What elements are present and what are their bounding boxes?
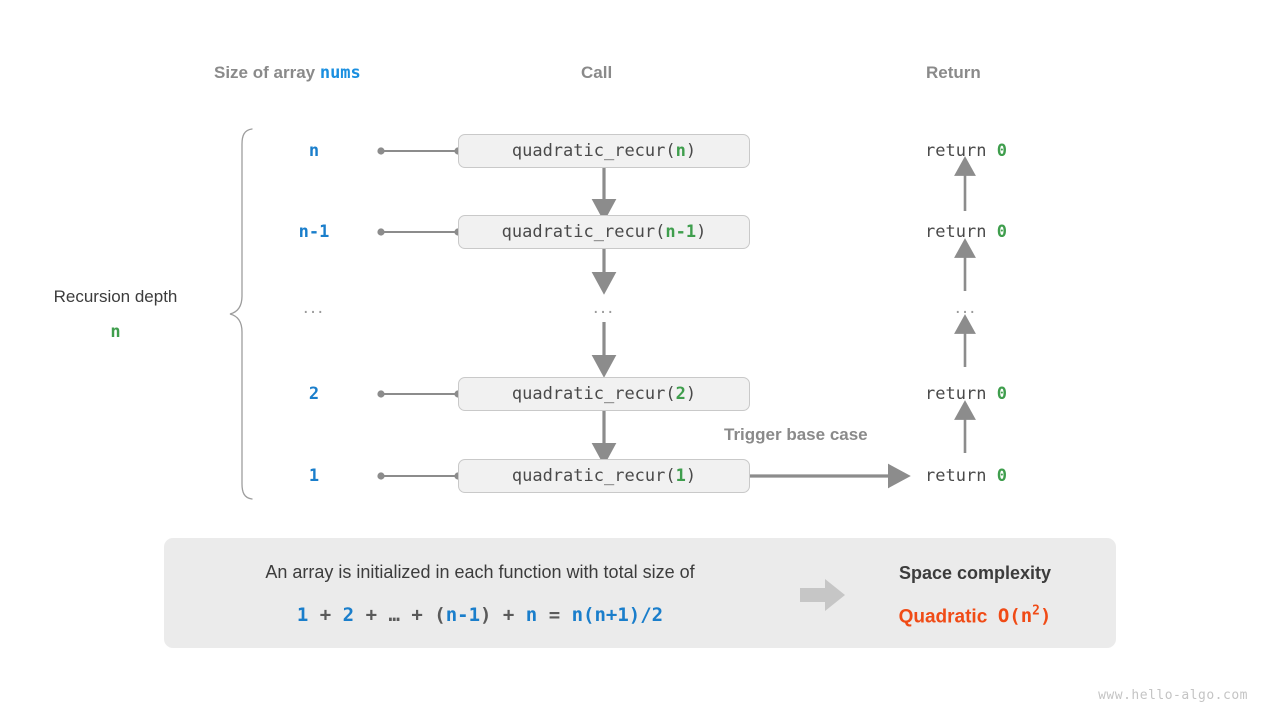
call-close-1: ) bbox=[685, 141, 697, 161]
recursion-depth-label: Recursion depth bbox=[53, 287, 178, 306]
base-case-arrow bbox=[750, 463, 911, 489]
call-fn-name-2: quadratic_recur( bbox=[501, 222, 666, 242]
formula-token-3: + bbox=[354, 604, 389, 626]
complexity-order-suffix: ) bbox=[1039, 605, 1052, 628]
recursion-depth-value: n bbox=[110, 322, 121, 342]
call-arg-1: n bbox=[675, 141, 686, 161]
formula-token-6: ( bbox=[434, 604, 446, 626]
return-keyword-4: return bbox=[925, 384, 997, 404]
size-value-row-4: 2 bbox=[308, 384, 320, 404]
formula-token-7: n-1 bbox=[445, 604, 481, 626]
summary-formula: 1 + 2 + … + (n-1) + n = n(n+1)/2 bbox=[190, 604, 770, 626]
call-arg-4: 2 bbox=[675, 384, 686, 404]
column-header-return: Return bbox=[926, 63, 981, 82]
call-close-2: ) bbox=[696, 222, 707, 242]
size-value-ellipsis: ... bbox=[303, 297, 325, 318]
call-box-row-5[interactable]: quadratic_recur(1) bbox=[458, 459, 750, 493]
call-column-ellipsis: ... bbox=[593, 297, 615, 318]
return-keyword-5: return bbox=[925, 466, 997, 486]
complexity-kind: Quadratic bbox=[898, 606, 988, 628]
right-arrow-icon bbox=[800, 578, 846, 612]
formula-token-0: 1 bbox=[296, 604, 309, 626]
summary-panel bbox=[164, 538, 1116, 648]
column-header-size-variable: nums bbox=[319, 63, 361, 83]
call-close-5: ) bbox=[685, 466, 697, 486]
complexity-title: Space complexity bbox=[898, 563, 1052, 583]
complexity-value: Quadratic O(n2) bbox=[830, 604, 1120, 628]
formula-token-2: 2 bbox=[342, 604, 355, 626]
call-fn-name-1: quadratic_recur( bbox=[511, 141, 676, 161]
formula-token-12: n(n+1)/2 bbox=[571, 604, 664, 626]
return-flow-arrows bbox=[954, 156, 976, 453]
call-box-row-5-text: quadratic_recur(1) bbox=[512, 466, 696, 486]
call-flow-arrows bbox=[591, 165, 617, 466]
call-box-row-2[interactable]: quadratic_recur(n-1) bbox=[458, 215, 750, 249]
size-to-call-connectors bbox=[377, 147, 462, 480]
formula-token-4: … bbox=[388, 604, 400, 626]
formula-token-8: ) bbox=[480, 604, 492, 626]
column-header-call: Call bbox=[581, 63, 613, 82]
call-fn-name-4: quadratic_recur( bbox=[511, 384, 676, 404]
return-number-1: 0 bbox=[996, 141, 1007, 161]
call-box-row-1-text: quadratic_recur(n) bbox=[512, 141, 696, 161]
size-value-row-5: 1 bbox=[308, 466, 320, 486]
complexity-order-exponent: 2 bbox=[1032, 604, 1040, 619]
return-value-row-5: return 0 bbox=[886, 466, 1046, 486]
return-number-5: 0 bbox=[996, 466, 1007, 486]
call-box-row-4-text: quadratic_recur(2) bbox=[512, 384, 696, 404]
column-header-size: Size of array nums bbox=[214, 63, 361, 83]
size-value-row-1: n bbox=[308, 141, 320, 161]
return-value-row-4: return 0 bbox=[886, 384, 1046, 404]
return-value-row-2: return 0 bbox=[886, 222, 1046, 242]
return-number-4: 0 bbox=[996, 384, 1007, 404]
call-box-row-1[interactable]: quadratic_recur(n) bbox=[458, 134, 750, 168]
return-column-ellipsis: ... bbox=[955, 297, 977, 318]
summary-description: An array is initialized in each function… bbox=[265, 562, 695, 582]
watermark: www.hello-algo.com bbox=[1098, 688, 1248, 703]
column-header-size-prefix: Size of array bbox=[214, 63, 320, 82]
return-keyword-1: return bbox=[925, 141, 997, 161]
call-fn-name-5: quadratic_recur( bbox=[511, 466, 676, 486]
call-box-row-4[interactable]: quadratic_recur(2) bbox=[458, 377, 750, 411]
trigger-base-case-label: Trigger base case bbox=[724, 425, 868, 444]
recursion-depth-brace bbox=[228, 128, 258, 500]
size-value-row-2: n-1 bbox=[298, 222, 330, 242]
return-keyword-2: return bbox=[925, 222, 997, 242]
formula-token-5: + bbox=[399, 604, 435, 626]
call-close-4: ) bbox=[685, 384, 697, 404]
call-arg-2: n-1 bbox=[665, 222, 697, 242]
return-value-row-1: return 0 bbox=[886, 141, 1046, 161]
formula-token-11: = bbox=[537, 604, 572, 626]
complexity-order-prefix: O(n bbox=[997, 605, 1033, 628]
formula-token-10: n bbox=[525, 604, 538, 626]
call-arg-5: 1 bbox=[675, 466, 686, 486]
complexity-order: O(n2) bbox=[997, 604, 1052, 628]
formula-token-9: + bbox=[491, 604, 526, 626]
call-box-row-2-text: quadratic_recur(n-1) bbox=[502, 222, 707, 242]
formula-token-1: + bbox=[308, 604, 343, 626]
return-number-2: 0 bbox=[996, 222, 1007, 242]
